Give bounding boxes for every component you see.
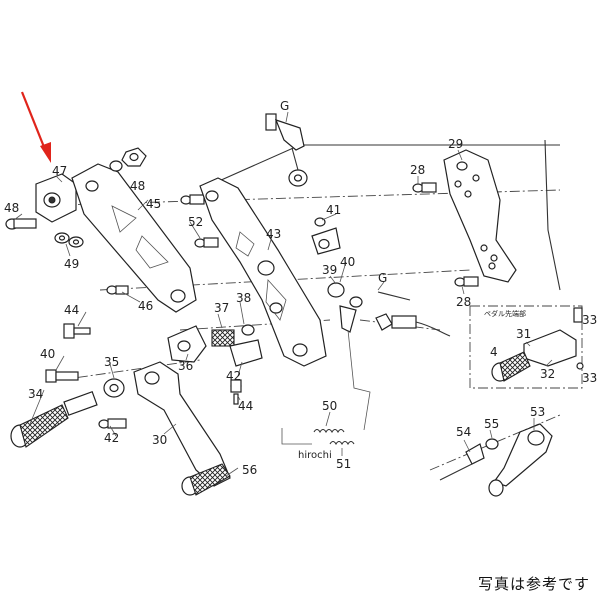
label-40-right: 40 xyxy=(340,255,355,269)
label-48-nut: 48 xyxy=(130,179,145,193)
reference-caption: 写真は参考です xyxy=(477,575,590,593)
label-40-left: 40 xyxy=(40,347,55,361)
part-53-54-55-tip xyxy=(439,423,553,497)
label-39: 39 xyxy=(322,263,337,277)
part-44-bolt-upper xyxy=(63,323,91,339)
part-36-37-38-pivot xyxy=(167,324,263,367)
label-33-upper: 33 xyxy=(582,313,597,327)
label-37: 37 xyxy=(214,301,229,315)
part-50-51-springs xyxy=(281,329,371,446)
part-42-44-middle xyxy=(230,379,242,405)
part-40-bolt xyxy=(45,369,79,383)
part-56-lever-tip xyxy=(181,463,231,496)
part-34-footpeg xyxy=(10,390,98,448)
label-47: 47 xyxy=(52,164,67,178)
part-g-top-linkage xyxy=(265,113,341,255)
part-42-bolt-left xyxy=(98,418,127,429)
label-50: 50 xyxy=(322,399,337,413)
red-arrow-icon xyxy=(20,91,51,163)
label-44-mid: 44 xyxy=(238,399,253,413)
label-49: 49 xyxy=(64,257,79,271)
part-52-bolt xyxy=(180,194,219,248)
part-35-washer xyxy=(103,378,125,398)
part-47-block xyxy=(35,173,77,223)
watermark: hirochi xyxy=(298,450,332,461)
label-41: 41 xyxy=(326,203,341,217)
inset-box xyxy=(469,305,584,389)
label-42-left: 42 xyxy=(104,431,119,445)
label-54: 54 xyxy=(456,425,471,439)
label-51: 51 xyxy=(336,457,351,471)
label-4: 4 xyxy=(490,345,498,359)
label-34: 34 xyxy=(28,387,43,401)
label-38: 38 xyxy=(236,291,251,305)
label-52: 52 xyxy=(188,215,203,229)
label-g-right: G xyxy=(378,271,387,285)
label-29: 29 xyxy=(448,137,463,151)
part-29-bracket xyxy=(443,149,517,283)
label-55: 55 xyxy=(484,417,499,431)
label-45: 45 xyxy=(146,197,161,211)
label-30: 30 xyxy=(152,433,167,447)
label-35: 35 xyxy=(104,355,119,369)
frame-edge xyxy=(544,139,561,291)
label-31: 31 xyxy=(516,327,531,341)
part-43-plate xyxy=(199,177,327,367)
frame-outline xyxy=(209,144,560,186)
label-33-lower: 33 xyxy=(582,371,597,385)
part-46-bolt xyxy=(106,285,129,295)
leader-lines xyxy=(13,111,553,477)
label-28-lower: 28 xyxy=(456,295,471,309)
label-46: 46 xyxy=(138,299,153,313)
part-45-heel-plate xyxy=(71,163,197,313)
label-53: 53 xyxy=(530,405,545,419)
part-48-nut xyxy=(109,147,147,172)
part-48-bolt-left xyxy=(5,218,37,230)
part-labels: 47 48 49 48 45 52 46 44 40 35 34 42 30 5… xyxy=(4,99,597,477)
label-48-left: 48 xyxy=(4,201,19,215)
label-g-top: G xyxy=(280,99,289,113)
label-28-upper: 28 xyxy=(410,163,425,177)
label-32: 32 xyxy=(540,367,555,381)
label-43: 43 xyxy=(266,227,281,241)
part-30-lever xyxy=(133,361,231,487)
label-42-mid: 42 xyxy=(226,369,241,383)
part-39-linkage xyxy=(327,282,451,337)
label-56: 56 xyxy=(242,463,257,477)
part-49-washers xyxy=(54,232,84,248)
label-36: 36 xyxy=(178,359,193,373)
inset-title: ペダル先端部 xyxy=(484,309,526,318)
label-44-upper: 44 xyxy=(64,303,79,317)
